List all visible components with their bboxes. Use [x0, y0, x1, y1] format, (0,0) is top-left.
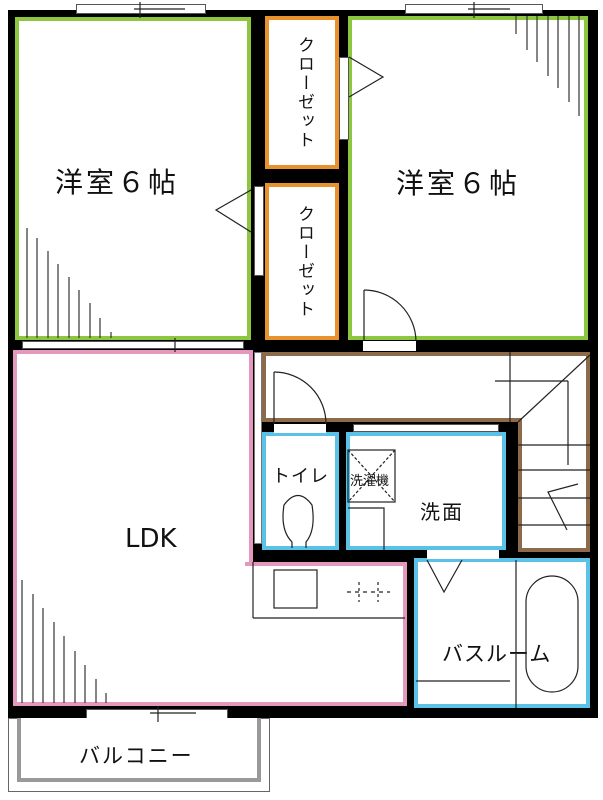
room-label-washing-machine: 洗濯機 — [350, 474, 390, 489]
room-washroom[interactable]: 洗濯機 洗面 — [346, 432, 506, 550]
closet-door-lower[interactable] — [254, 186, 264, 276]
room-label-balcony: バルコニー — [79, 744, 194, 768]
room-label-bedroom-west: 洋室６帖 — [55, 166, 180, 199]
room-label-washroom: 洗面 — [420, 500, 464, 524]
door-bathroom[interactable] — [427, 550, 499, 559]
window-bedroom-east — [405, 4, 543, 14]
window-bedroom-west — [76, 4, 206, 14]
stairs-hall-joint — [522, 414, 586, 426]
room-label-ldk: LDK — [125, 524, 177, 554]
room-balcony[interactable]: バルコニー — [17, 718, 261, 782]
room-bedroom-west[interactable]: 洋室６帖 — [15, 17, 251, 340]
room-closet-upper[interactable]: クローゼット — [265, 16, 339, 169]
room-label-toilet: トイレ — [272, 466, 329, 487]
door-bedroom-east[interactable] — [363, 341, 416, 351]
room-label-bedroom-east: 洋室６帖 — [396, 167, 521, 200]
door-ldk-hallway[interactable] — [254, 352, 262, 544]
room-closet-lower[interactable]: クローゼット — [265, 183, 339, 340]
room-stairs[interactable] — [518, 422, 590, 552]
room-toilet[interactable]: トイレ — [262, 432, 339, 550]
room-label-closet-upper: クローゼット — [294, 36, 314, 150]
room-bathroom[interactable]: バスルーム — [414, 558, 590, 708]
room-label-closet-lower: クローゼット — [294, 205, 314, 319]
closet-door-upper[interactable] — [339, 57, 349, 140]
room-label-bathroom: バスルーム — [442, 642, 552, 666]
room-bedroom-east[interactable]: 洋室６帖 — [348, 16, 588, 340]
room-hallway[interactable] — [262, 352, 590, 422]
room-ldk-kitchen[interactable] — [245, 562, 407, 706]
sliding-door-bedroom-ldk[interactable] — [22, 341, 244, 349]
door-toilet[interactable] — [274, 424, 326, 433]
sliding-door-washroom[interactable] — [353, 424, 499, 432]
ldk-joint-cover — [245, 566, 257, 702]
room-ldk[interactable]: LDK — [13, 350, 253, 706]
